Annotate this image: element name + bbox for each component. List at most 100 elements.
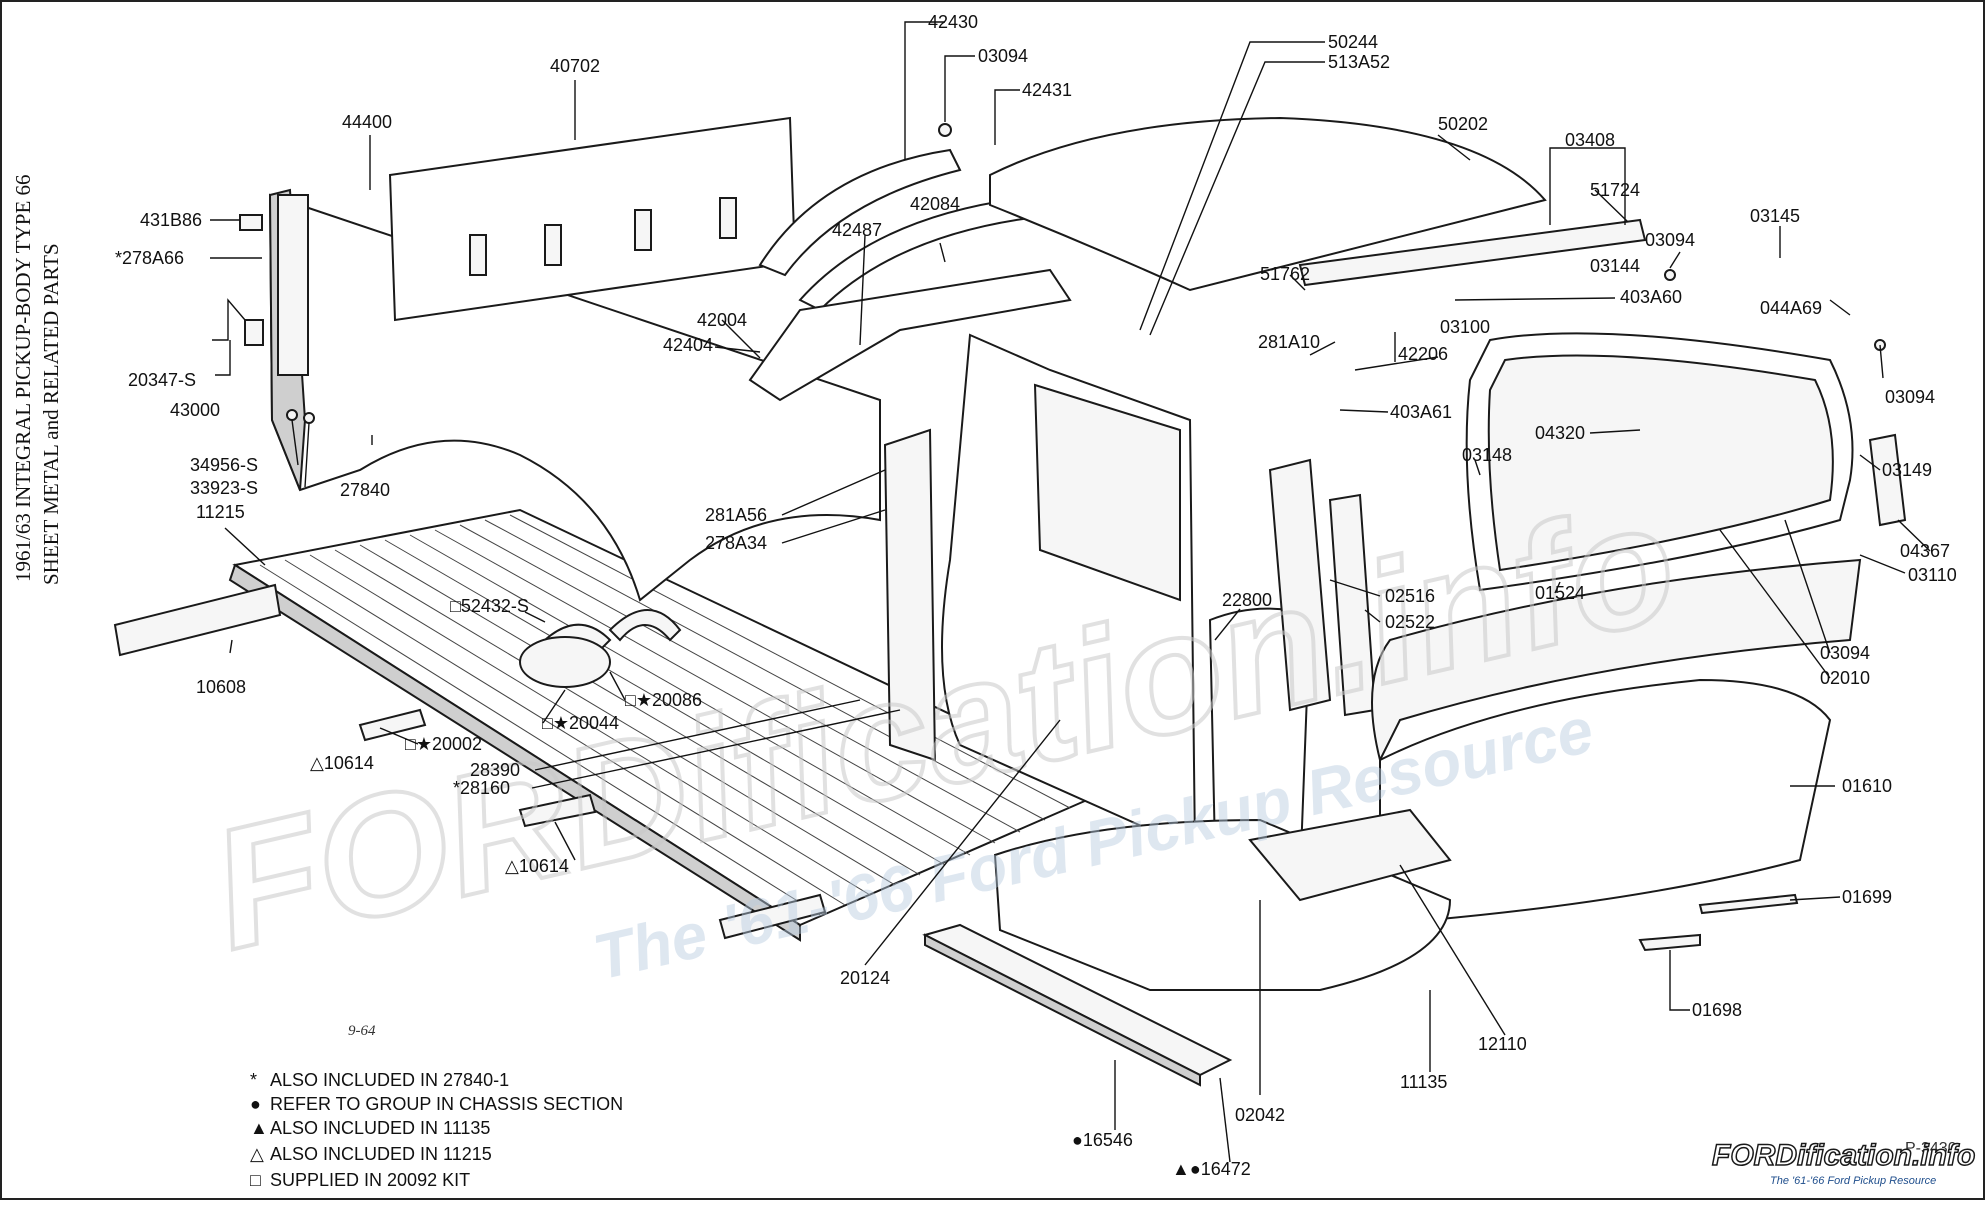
callout-label: 03145 xyxy=(1750,206,1800,226)
callout-label: *28160 xyxy=(453,778,510,798)
date-code: 9-64 xyxy=(348,1023,376,1039)
callout-label: 01524 xyxy=(1535,583,1585,603)
callout-label: 03148 xyxy=(1462,445,1512,465)
callout-label: 20124 xyxy=(840,968,890,988)
legend-symbol: ● xyxy=(250,1094,261,1114)
bed-floor-pan xyxy=(228,508,1113,942)
callout-label: □★20044 xyxy=(542,713,619,733)
side-title-line-1: SHEET METAL and RELATED PARTS xyxy=(39,243,63,585)
callout-label: 42431 xyxy=(1022,80,1072,100)
callout-label: 281A10 xyxy=(1258,332,1320,352)
callout-label: 403A61 xyxy=(1390,402,1452,422)
callout-label: 42487 xyxy=(832,220,882,240)
callout-label: 27840 xyxy=(340,480,390,500)
legend-text: ALSO INCLUDED IN 27840-1 xyxy=(270,1070,509,1090)
bed-front-panel-40702 xyxy=(388,116,797,322)
callout-label: 02042 xyxy=(1235,1105,1285,1125)
callout-label: 28390 xyxy=(470,760,520,780)
door-hinge-pillar-281A56 xyxy=(883,428,937,762)
callout-label: □52432-S xyxy=(450,596,529,616)
callout-label: 03408 xyxy=(1565,130,1615,150)
legend-symbol: □ xyxy=(250,1170,261,1190)
legend-symbol: ▲ xyxy=(250,1118,268,1138)
callout-label: 51762 xyxy=(1260,264,1310,284)
front-panel-emboss-3 xyxy=(634,209,652,251)
cowl-top-02010 xyxy=(1371,558,1862,763)
svg-text:FORDification.info: FORDification.info xyxy=(1712,1139,1975,1172)
callout-label: 43000 xyxy=(170,400,220,420)
bracket-01698 xyxy=(1638,933,1701,952)
callout-label: 281A56 xyxy=(705,505,767,525)
callout-label: 04320 xyxy=(1535,423,1585,443)
hinge-43000 xyxy=(244,319,264,346)
callout-labels: 42430 03094 42431 50244 513A52 40702 444… xyxy=(115,12,1957,1179)
windshield-glass-04320 xyxy=(1487,354,1834,572)
nut-34956-S xyxy=(286,409,298,421)
callout-label: 044A69 xyxy=(1760,298,1822,318)
door-window-opening xyxy=(1033,383,1181,602)
callout-label: 01698 xyxy=(1692,1000,1742,1020)
callout-label: 03110 xyxy=(1908,565,1957,585)
windshield-header-03408 xyxy=(1298,218,1647,287)
callout-label: 42206 xyxy=(1398,344,1448,364)
bolt-431B86 xyxy=(239,214,263,231)
legend-symbol: * xyxy=(250,1070,257,1090)
callout-label: 03094 xyxy=(1885,387,1935,407)
callout-label: 42430 xyxy=(928,12,978,32)
callout-label: 03100 xyxy=(1440,317,1490,337)
crossmember-10614-b xyxy=(518,793,597,828)
callout-label: 42084 xyxy=(910,194,960,214)
callout-label: 20347-S xyxy=(128,370,196,390)
callout-label: 44400 xyxy=(342,112,392,132)
callout-label: 403A60 xyxy=(1620,287,1682,307)
callout-label: □★20002 xyxy=(405,734,482,754)
callout-label: 02516 xyxy=(1385,586,1435,606)
callout-label: *278A66 xyxy=(115,248,184,268)
svg-text:The '61-'66 Ford Pickup Resour: The '61-'66 Ford Pickup Resource xyxy=(1770,1175,1936,1187)
footer-brand-logo: FORDification.info The '61-'66 Ford Pick… xyxy=(1711,1138,1976,1187)
callout-label: 03094 xyxy=(978,46,1028,66)
callout-label: 50202 xyxy=(1438,114,1488,134)
wheelhouse-brace xyxy=(608,609,682,642)
front-panel-emboss-1 xyxy=(469,234,487,276)
callout-label: 03094 xyxy=(1820,643,1870,663)
callout-label: 50244 xyxy=(1328,32,1378,52)
legend: * ALSO INCLUDED IN 27840-1 ● REFER TO GR… xyxy=(250,1070,623,1190)
nut-33923-S xyxy=(303,412,315,424)
diagram-artwork xyxy=(113,116,1907,1087)
dash-panel-01610 xyxy=(1379,678,1832,922)
callout-label: 22800 xyxy=(1222,590,1272,610)
callout-label: 11215 xyxy=(196,502,245,522)
callout-label: 12110 xyxy=(1478,1034,1527,1054)
side-title: SHEET METAL and RELATED PARTS 1961/63 IN… xyxy=(11,174,63,585)
front-panel-emboss-2 xyxy=(544,224,562,266)
rocker-panel-edge xyxy=(924,933,1201,1087)
back-panel-42004 xyxy=(748,268,1072,402)
cab-roof-50202 xyxy=(989,116,1547,292)
callout-label: 02010 xyxy=(1820,668,1870,688)
callout-label: 40702 xyxy=(550,56,600,76)
callout-label: 33923-S xyxy=(190,478,258,498)
callout-label: ●16546 xyxy=(1072,1130,1133,1150)
floor-support xyxy=(718,893,827,940)
callout-label: △10614 xyxy=(310,753,374,773)
legend-symbol: △ xyxy=(250,1144,264,1164)
legend-text: ALSO INCLUDED IN 11215 xyxy=(270,1144,492,1164)
clip-03094-top xyxy=(938,123,952,137)
leader-lines xyxy=(210,21,1931,1163)
figure-code: P-3430 xyxy=(1905,1140,1957,1157)
callout-label: □★20086 xyxy=(625,690,702,710)
windshield-assembly-03100 xyxy=(1465,332,1854,592)
callout-label: 04367 xyxy=(1900,541,1950,561)
callout-label: 03094 xyxy=(1645,230,1695,250)
cab-floor-12110 xyxy=(1248,808,1452,902)
front-panel-emboss-4 xyxy=(719,197,737,239)
side-title-line-2: 1961/63 INTEGRAL PICKUP-BODY TYPE 66 xyxy=(11,174,35,582)
crossmember-10614-a xyxy=(358,708,427,742)
callout-label: 01699 xyxy=(1842,887,1892,907)
roof-rail-42430 xyxy=(758,148,962,277)
bed-side-stake-pocket xyxy=(277,194,309,376)
